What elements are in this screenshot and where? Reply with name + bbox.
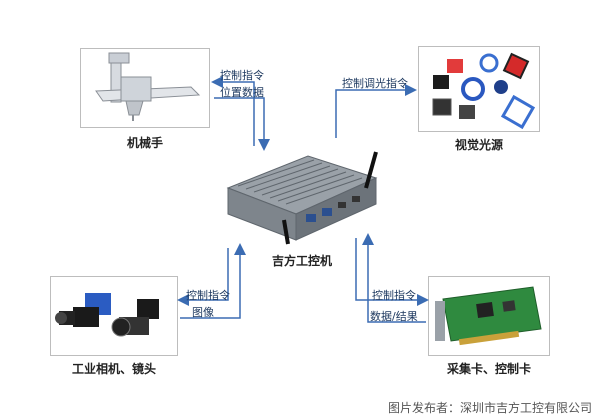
camera-frame: [50, 276, 178, 356]
camera-label: 工业相机、镜头: [71, 362, 156, 376]
card-data-arrow: [362, 233, 426, 323]
robot-position-label: 位置数据: [220, 86, 264, 99]
light-command-label: 控制调光指令: [342, 77, 408, 90]
light-source-image: [432, 52, 536, 130]
industrial-pc: [218, 148, 388, 248]
capture-card-image: [435, 286, 542, 346]
robot-arm-image: [95, 52, 201, 121]
camera-image: [55, 293, 159, 337]
robot-arm-frame: [80, 48, 210, 128]
camera-command-label: 控制指令: [186, 289, 230, 302]
camera-image-arrow: [180, 243, 246, 319]
light-source-label: 视觉光源: [454, 138, 503, 152]
capture-card-label: 采集卡、控制卡: [446, 362, 531, 376]
card-command-arrow: [355, 238, 429, 306]
card-data-label: 数据/结果: [370, 310, 418, 323]
light-command-arrow: [335, 84, 417, 138]
light-source-frame: [418, 46, 540, 132]
capture-card-frame: [428, 276, 550, 356]
robot-arm-label: 机械手: [126, 136, 163, 150]
robot-command-label: 控制指令: [220, 69, 264, 82]
industrial-pc-label: 吉方工控机: [271, 254, 332, 268]
camera-image-label: 图像: [192, 306, 214, 319]
industrial-pc-image: [226, 151, 378, 245]
publisher-credit: 图片发布者：深圳市吉方工控有限公司: [387, 401, 592, 415]
robot-command-arrow: [211, 76, 255, 146]
camera-command-arrow: [177, 248, 229, 306]
robot-position-arrow: [214, 97, 270, 151]
card-command-label: 控制指令: [372, 289, 416, 302]
